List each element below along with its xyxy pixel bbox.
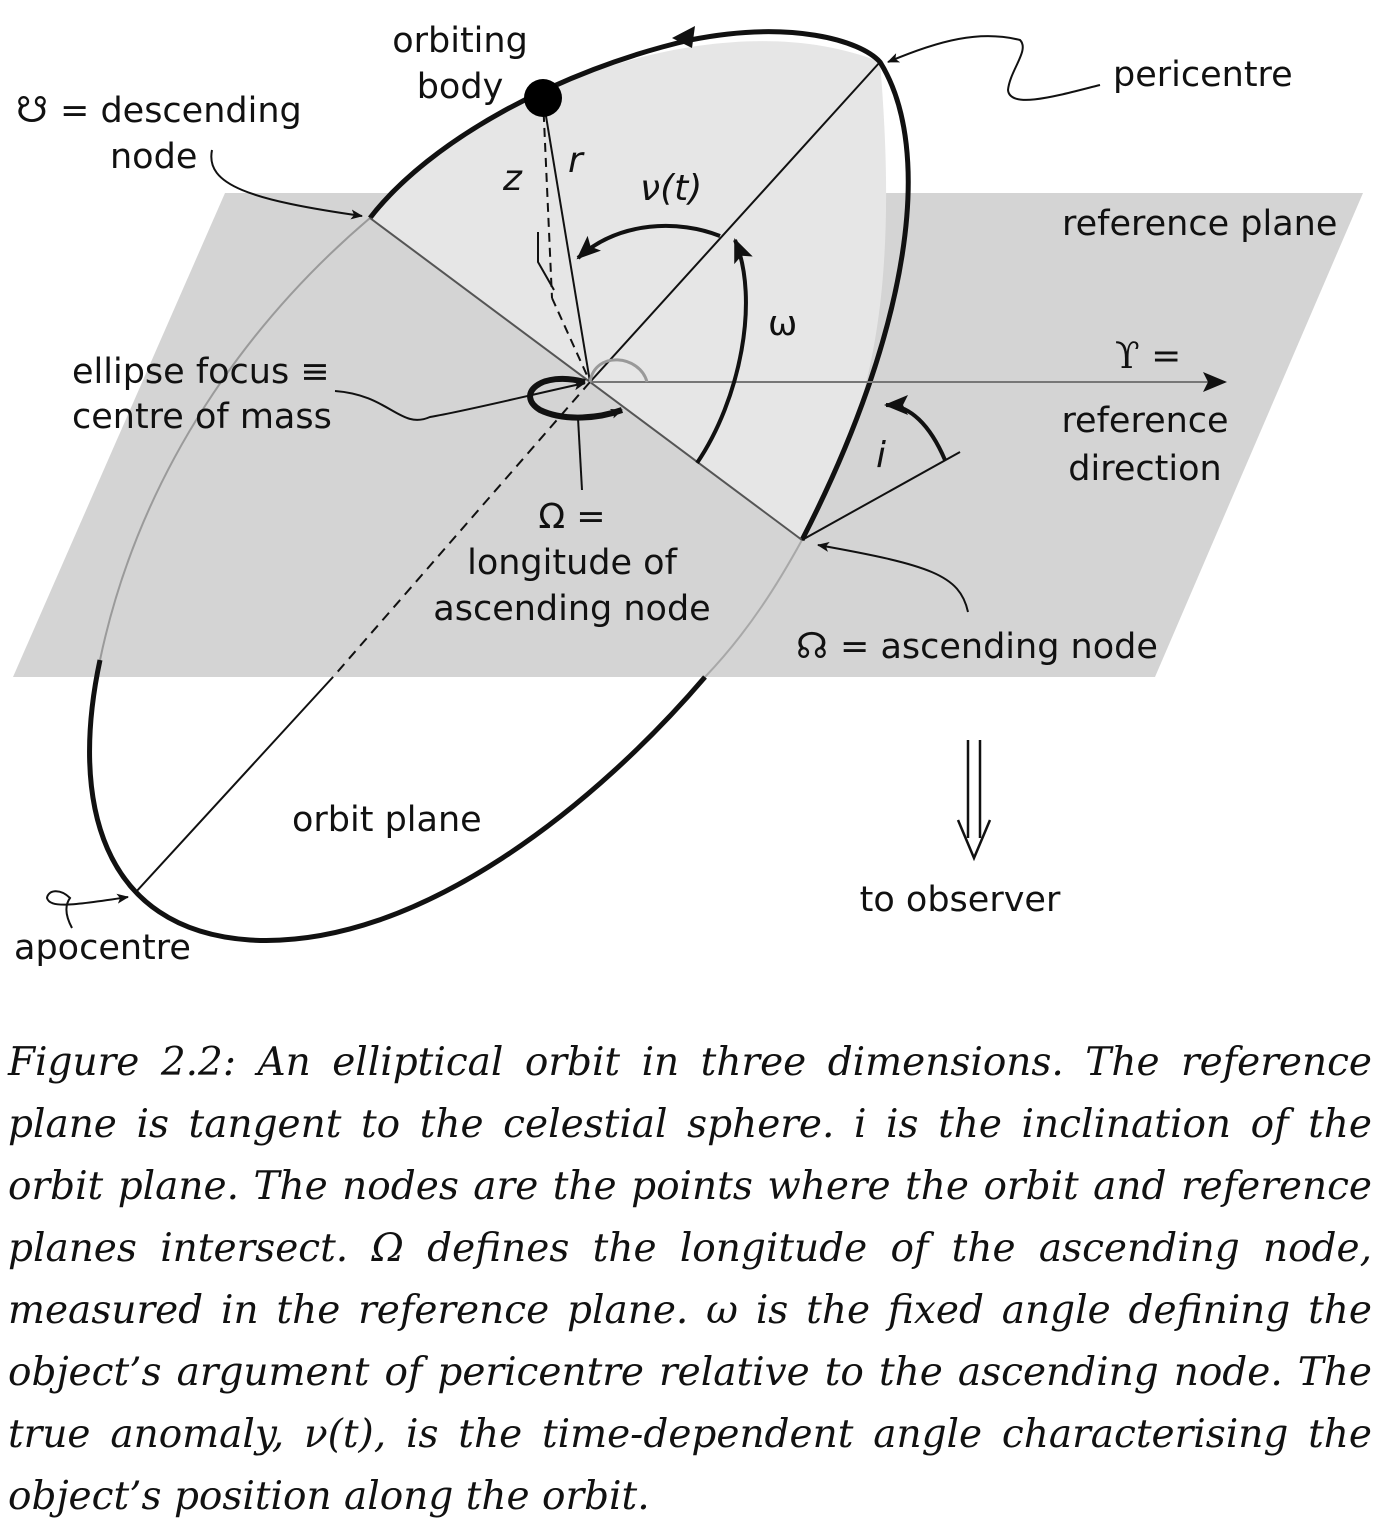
figure-caption: Figure 2.2: An elliptical orbit in three… <box>8 1040 1372 1519</box>
label-orbit-plane: orbit plane <box>292 800 482 840</box>
label-ellipse-focus: ellipse focus ≡ <box>72 352 330 392</box>
orbit-ellipse-hidden-lower <box>704 539 803 678</box>
label-descending-node-2: node <box>110 137 197 177</box>
ascending-node-symbol: ☊ <box>796 626 828 667</box>
label-longitude-of: longitude of <box>467 543 677 583</box>
omega-angle-arc-faint <box>588 358 649 383</box>
line-of-apsides-upper <box>589 61 881 383</box>
line-of-apsides-dashed <box>332 381 591 678</box>
radius-vector <box>542 97 591 383</box>
label-aries: ϒ = <box>1115 336 1181 377</box>
label-inclination: i <box>876 435 886 476</box>
label-Omega: Ω = <box>538 497 605 537</box>
label-direction: direction <box>1068 449 1221 489</box>
label-ascending-node: = ascending node <box>840 627 1158 667</box>
label-to-observer: to observer <box>860 880 1061 920</box>
longitude-node-arc <box>527 375 624 421</box>
right-angle-mark <box>537 232 555 291</box>
to-observer-arrow <box>956 740 992 862</box>
apocentre-pointer <box>45 890 129 929</box>
orbit-ellipse-upper <box>368 29 911 542</box>
ellipse-focus-pointer <box>334 380 586 421</box>
label-descending-node: = descending <box>60 91 302 131</box>
true-anomaly-arc <box>576 223 721 260</box>
label-ascending-node-def: ascending node <box>433 589 710 629</box>
z-height-line <box>542 97 553 299</box>
label-z: z <box>502 158 523 199</box>
label-body: body <box>417 67 504 107</box>
pericentre-pointer <box>887 35 1101 101</box>
orbit-plane-upper-region <box>370 41 887 541</box>
line-of-nodes <box>369 217 803 541</box>
label-reference: reference <box>1061 401 1228 441</box>
label-argument-pericentre: ω <box>768 304 797 344</box>
orbiting-body <box>524 79 562 117</box>
line-of-apsides-lower <box>134 676 334 894</box>
descending-node-symbol: ☋ <box>16 90 48 131</box>
orbit-ellipse-lower <box>87 659 707 943</box>
inclination-line <box>801 451 961 541</box>
projection-line <box>551 297 591 383</box>
argument-pericentre-arc <box>695 238 753 465</box>
label-orbiting: orbiting <box>392 21 528 61</box>
longitude-node-pointer <box>577 417 583 491</box>
label-centre-of-mass: centre of mass <box>72 397 332 437</box>
ascending-node-pointer <box>817 542 969 613</box>
label-true-anomaly: ν(t) <box>640 168 702 209</box>
orbit-diagram: orbiting body ☋ = descending node perice… <box>13 21 1363 968</box>
inclination-arc <box>884 395 947 461</box>
label-reference-plane: reference plane <box>1062 204 1337 244</box>
descending-node-pointer <box>210 149 363 220</box>
orbit-direction-arrow <box>672 26 695 48</box>
label-apocentre: apocentre <box>14 928 191 968</box>
orbit-ellipse-hidden <box>99 217 371 661</box>
label-pericentre: pericentre <box>1113 55 1293 95</box>
label-r: r <box>568 140 585 181</box>
